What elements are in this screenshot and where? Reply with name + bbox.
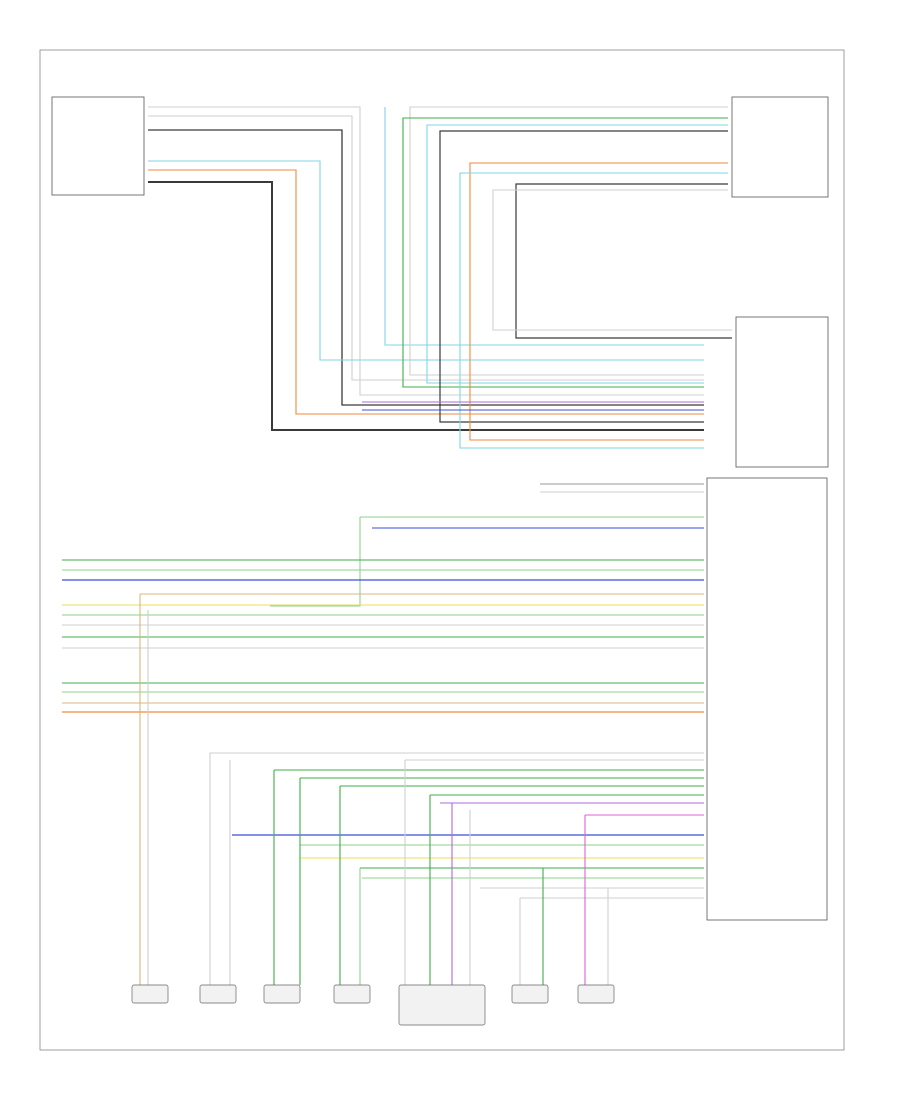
wire-11 [439,130,728,423]
speaker-icon-1 [131,984,169,1004]
wire-7 [384,107,704,346]
wire-13 [459,172,728,449]
wire-12 [469,162,728,441]
speaker-icon-3 [263,984,301,1004]
wire-9 [402,117,728,388]
connector-radio-module [706,477,828,921]
speaker-icon-4 [333,984,371,1004]
wire-harness [62,106,732,985]
speaker-icon-6 [511,984,549,1004]
wire-14 [515,183,732,339]
speaker-icon-5 [398,984,486,1026]
connector-top-left [51,96,145,196]
speaker-row [131,984,615,1026]
wire-8 [409,106,728,376]
wire-15 [492,189,732,331]
speaker-icon-2 [199,984,237,1004]
wire-3 [148,129,704,406]
wire-5 [148,169,704,415]
connector-top-right [731,96,829,198]
wire-4 [148,160,704,361]
connector-amplifier [735,316,829,468]
wire-6 [148,181,704,431]
diagram-frame [39,49,845,1051]
wire-10 [426,124,728,384]
wire-22 [270,517,361,607]
speaker-icon-7 [577,984,615,1004]
wire-1 [148,106,704,396]
wire-2 [148,115,704,381]
